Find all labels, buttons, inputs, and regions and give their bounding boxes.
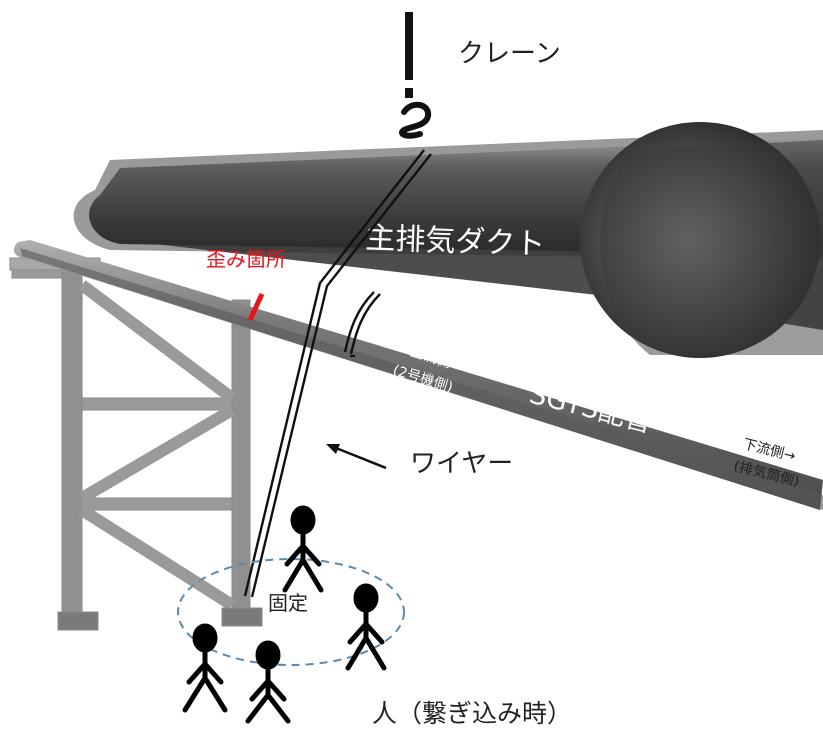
crane-label: クレーン: [458, 39, 561, 69]
crane-rope: [405, 12, 413, 80]
crane-hook-icon: [399, 101, 432, 139]
main-duct-label: 主排気ダクト: [365, 221, 546, 262]
crane-rope-dot: [405, 88, 413, 98]
person-icon: [245, 640, 291, 724]
main-duct: [73, 122, 823, 358]
person-icon: [182, 623, 228, 713]
person-label: 人（繋ぎ込み時）: [372, 699, 572, 728]
fixed-area-ellipse: [177, 558, 405, 666]
person-icon: [282, 505, 324, 593]
support-frame: [9, 257, 263, 631]
arrow-icon: [326, 444, 387, 470]
sgts-pipe: [13, 240, 823, 510]
wire: [243, 149, 432, 598]
strain-label: 歪み箇所: [206, 247, 286, 271]
wire-label: ワイヤー: [410, 449, 513, 479]
strain-marker: [247, 292, 265, 322]
fixed-label: 固定: [268, 591, 308, 615]
person-icon: [345, 583, 387, 671]
